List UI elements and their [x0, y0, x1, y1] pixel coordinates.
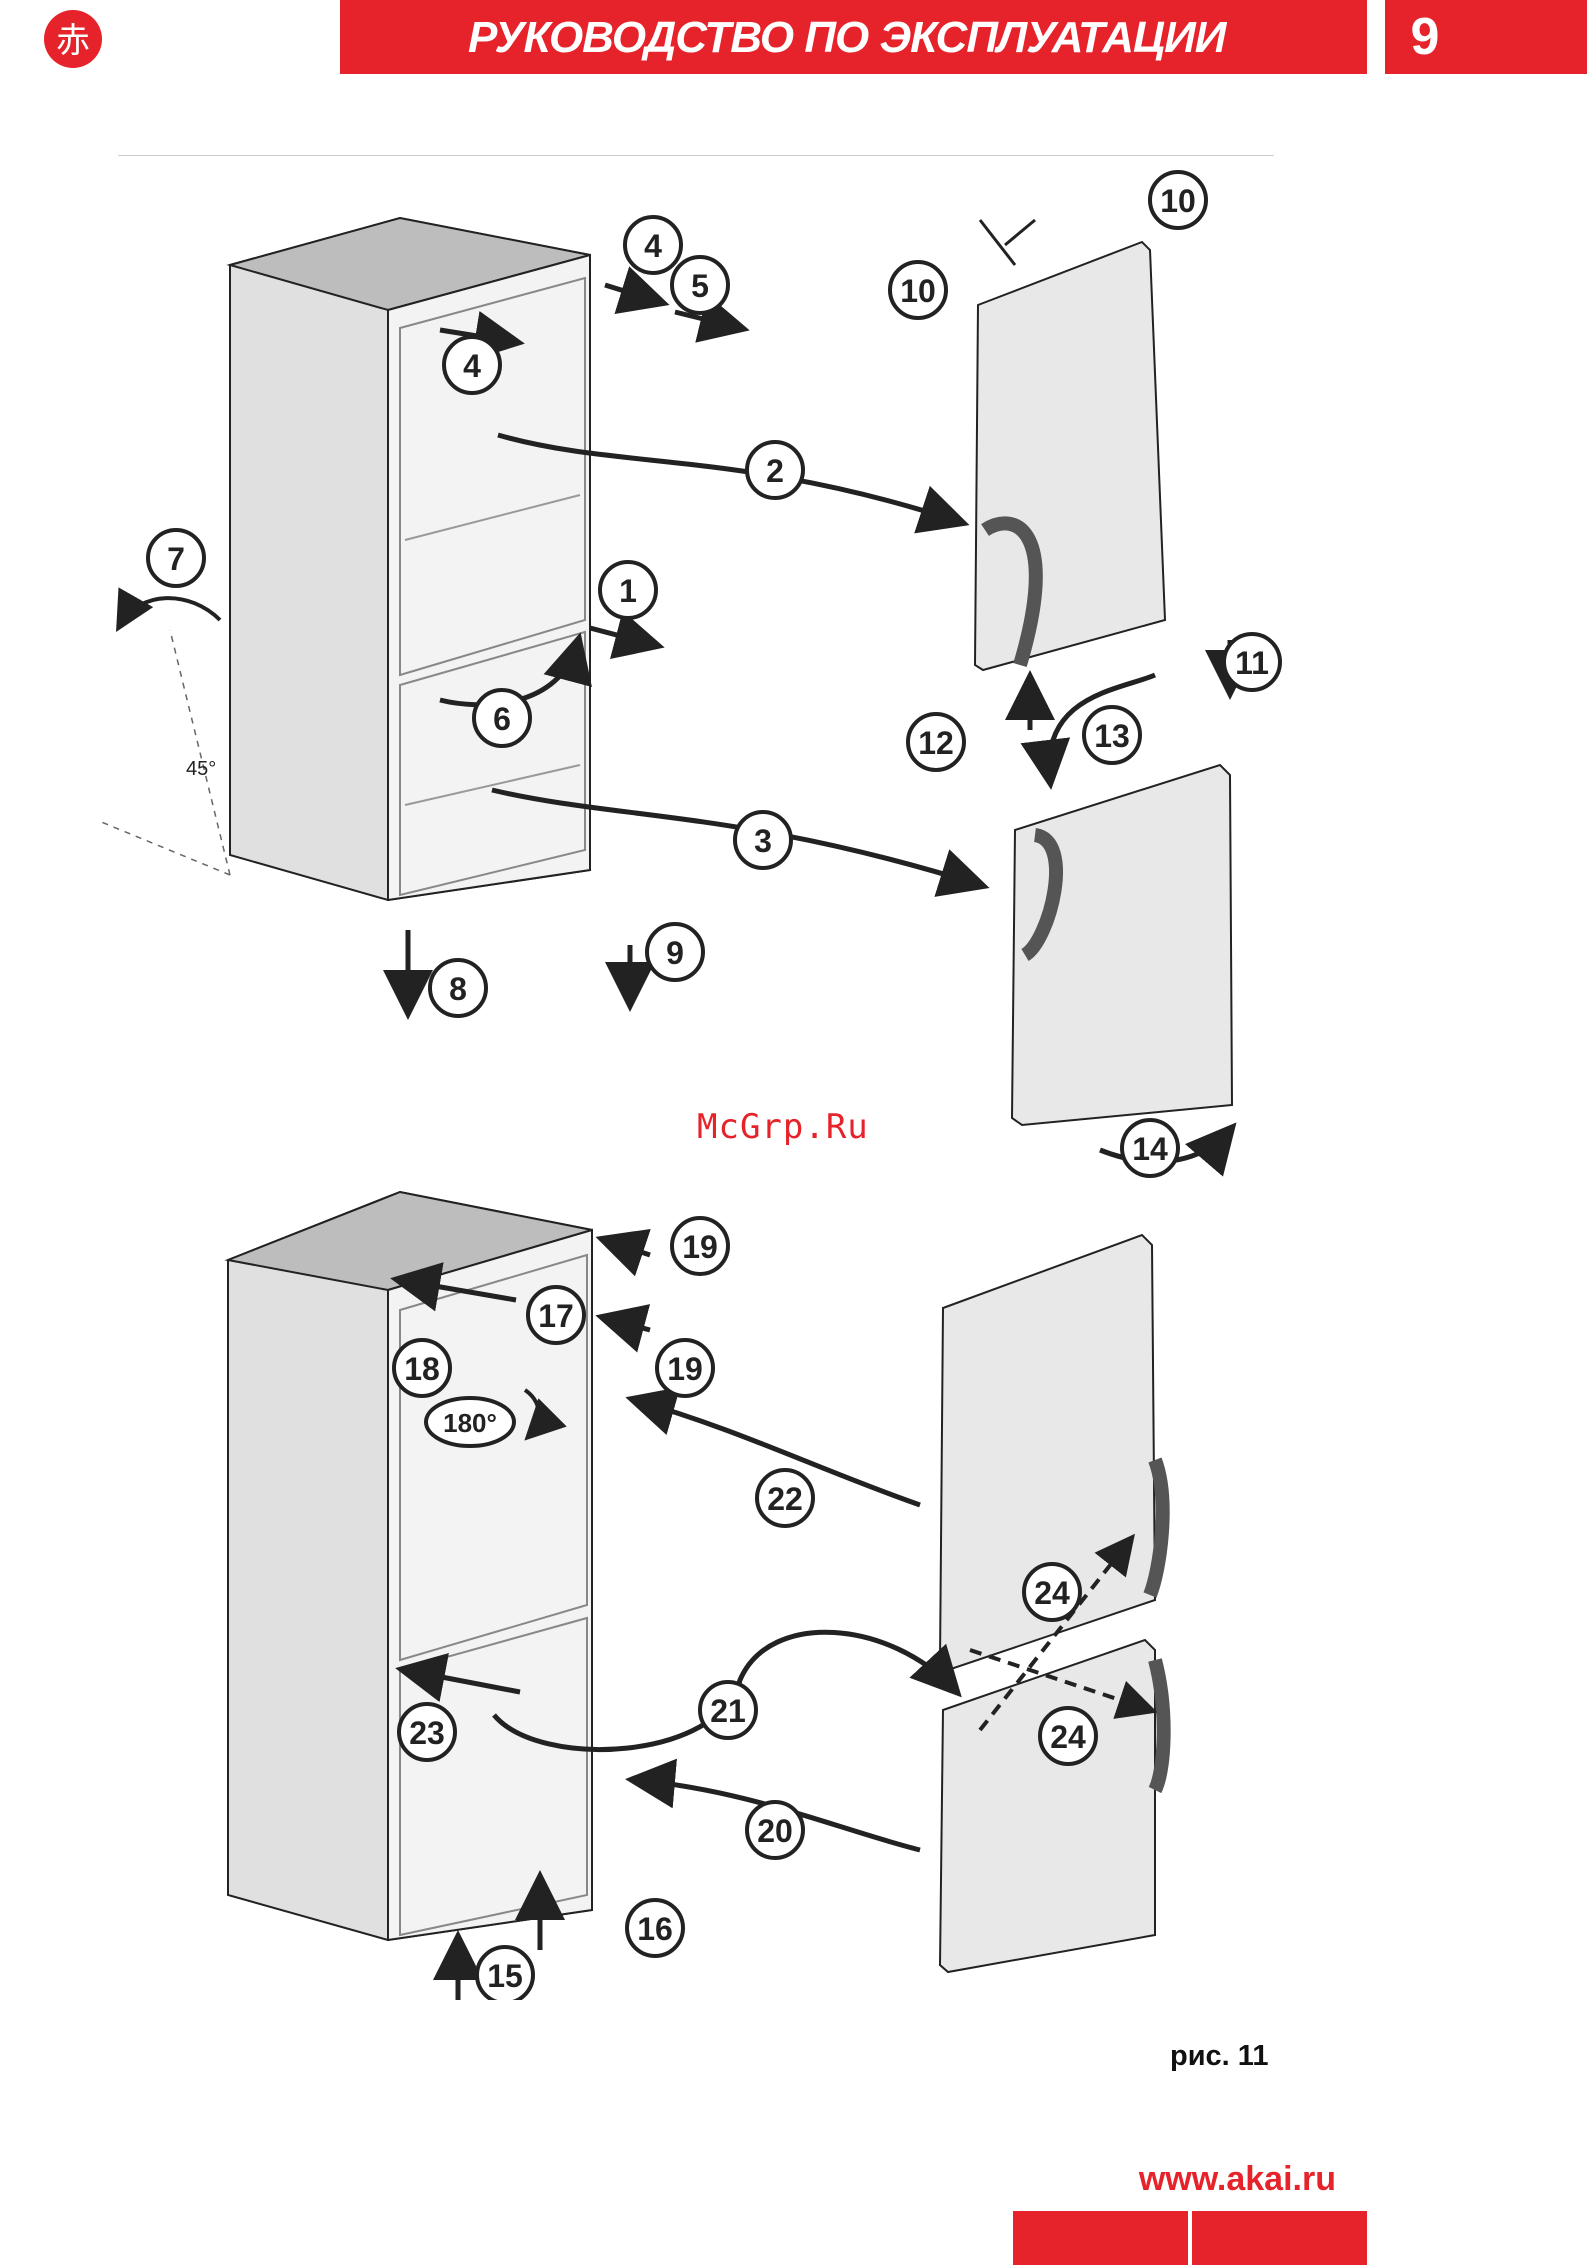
step-10a: 10	[890, 262, 946, 318]
step-7: 7	[148, 530, 204, 586]
svg-text:8: 8	[449, 971, 467, 1007]
rotation-badge: 180°	[426, 1398, 514, 1446]
svg-text:24: 24	[1034, 1575, 1070, 1611]
svg-text:19: 19	[682, 1229, 718, 1265]
step-14: 14	[1122, 1120, 1178, 1176]
step-10b: 10	[1150, 172, 1206, 228]
step-12: 12	[908, 714, 964, 770]
step-18: 18	[394, 1340, 450, 1396]
svg-text:20: 20	[757, 1813, 793, 1849]
svg-text:13: 13	[1094, 718, 1130, 754]
watermark-text: McGrp.Ru	[697, 1107, 917, 1151]
step-19a: 19	[672, 1218, 728, 1274]
step-23: 23	[399, 1704, 455, 1760]
step-11: 11	[1224, 634, 1280, 690]
step-17: 17	[528, 1287, 584, 1343]
step-2: 2	[747, 442, 803, 498]
door-reversal-diagram: 45° 1 2 3 4 4 5 6 7 8	[100, 150, 1300, 2000]
svg-text:18: 18	[404, 1351, 440, 1387]
svg-text:7: 7	[167, 541, 185, 577]
step-22: 22	[757, 1470, 813, 1526]
svg-text:17: 17	[538, 1298, 574, 1334]
footer-url[interactable]: www.akai.ru	[1066, 2160, 1336, 2204]
svg-text:10: 10	[1160, 183, 1196, 219]
step-13: 13	[1084, 707, 1140, 763]
svg-text:1: 1	[619, 573, 637, 609]
brand-logo: 赤	[42, 8, 104, 70]
upper-door-top	[975, 242, 1165, 670]
svg-text:23: 23	[409, 1715, 445, 1751]
svg-text:11: 11	[1235, 645, 1269, 681]
svg-text:22: 22	[767, 1481, 803, 1517]
svg-text:15: 15	[487, 1958, 523, 1994]
logo-glyph: 赤	[56, 22, 90, 60]
page-title: РУКОВОДСТВО ПО ЭКСПЛУАТАЦИИ	[468, 10, 1348, 66]
svg-text:19: 19	[667, 1351, 703, 1387]
step-1: 1	[600, 562, 656, 618]
footer-divider	[1188, 2211, 1192, 2265]
angle-label: 45°	[186, 758, 216, 780]
angle-guide	[100, 630, 230, 875]
step-24a: 24	[1024, 1564, 1080, 1620]
step-3: 3	[735, 812, 791, 868]
step-21: 21	[700, 1682, 756, 1738]
svg-text:24: 24	[1050, 1719, 1086, 1755]
step-5: 5	[672, 257, 728, 313]
step-15: 15	[477, 1947, 533, 2000]
page-number: 9	[1385, 4, 1465, 70]
svg-text:12: 12	[918, 725, 954, 761]
step-24b: 24	[1040, 1708, 1096, 1764]
step-8: 8	[430, 960, 486, 1016]
step-16: 16	[627, 1900, 683, 1956]
svg-text:4: 4	[644, 228, 662, 264]
svg-text:9: 9	[666, 935, 684, 971]
step-4b: 4	[444, 337, 500, 393]
step-9: 9	[647, 924, 703, 980]
svg-text:3: 3	[754, 823, 772, 859]
svg-text:16: 16	[637, 1911, 673, 1947]
svg-text:14: 14	[1132, 1131, 1168, 1167]
step-19b: 19	[657, 1340, 713, 1396]
lower-door-top	[1012, 765, 1232, 1125]
step-6: 6	[474, 690, 530, 746]
svg-text:4: 4	[463, 348, 481, 384]
step-4a: 4	[625, 217, 681, 273]
svg-text:6: 6	[493, 701, 511, 737]
svg-text:21: 21	[710, 1693, 746, 1729]
svg-text:180°: 180°	[443, 1408, 497, 1438]
step-20: 20	[747, 1802, 803, 1858]
figure-caption: рис. 11	[1170, 2040, 1300, 2076]
lower-door-bottom	[940, 1640, 1164, 1972]
svg-text:5: 5	[691, 268, 709, 304]
svg-text:2: 2	[766, 453, 784, 489]
svg-text:10: 10	[900, 273, 936, 309]
marker-x-icon	[980, 220, 1035, 265]
